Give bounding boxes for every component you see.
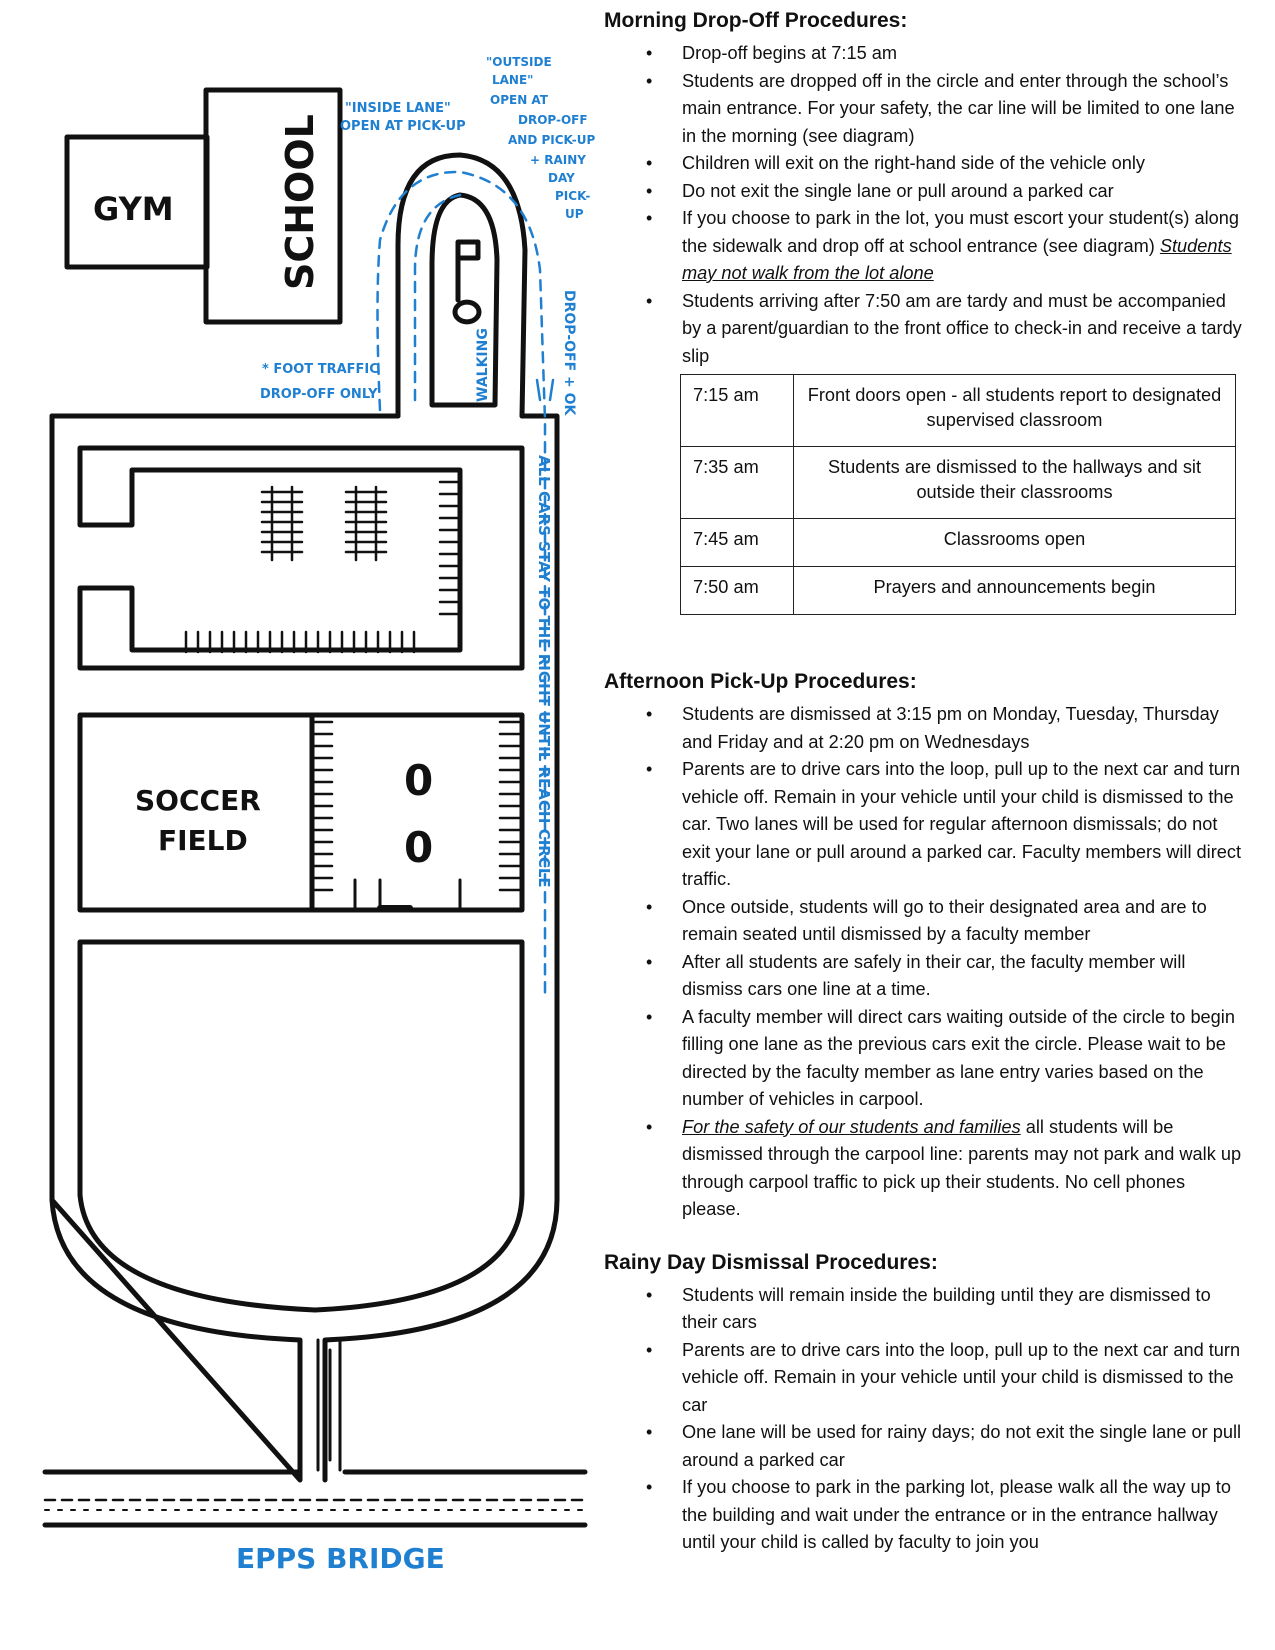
morning-title: Morning Drop-Off Procedures: <box>604 9 908 32</box>
outside-lane-note-5: AND PICK-UP <box>508 133 596 147</box>
outside-lane-note-1: "OUTSIDE <box>486 55 552 69</box>
list-item: Once outside, students will go to their … <box>646 894 1244 949</box>
upper-parking-lot <box>77 445 525 671</box>
schedule-desc: Prayers and announcements begin <box>793 566 1236 615</box>
outside-lane-note-4: DROP-OFF <box>518 113 588 127</box>
lane-path <box>376 170 547 1002</box>
list-item: If you choose to park in the lot, you mu… <box>646 205 1244 288</box>
procedures-column: Morning Drop-Off Procedures: Drop-off be… <box>604 8 1244 1557</box>
foot-traffic-note-2: DROP-OFF ONLY <box>260 387 378 402</box>
inside-lane-note-1: "INSIDE LANE" <box>345 101 451 116</box>
walking-label: WALKING <box>475 328 491 402</box>
escort-emphasis: Students may not walk from the lot alone <box>682 235 1232 284</box>
circle-loop <box>395 152 528 419</box>
list-item: Parents are to drive cars into the loop,… <box>646 1337 1244 1420</box>
middle-parking-lot <box>309 712 525 913</box>
outside-lane-note-2: LANE" <box>492 73 533 87</box>
outside-lane-note-7: DAY <box>548 171 575 185</box>
outside-lane-note-3: OPEN AT <box>490 93 549 107</box>
dropoff-ok-note: DROP-OFF + OK <box>561 290 577 417</box>
list-item: Students are dismissed at 3:15 pm on Mon… <box>646 701 1244 756</box>
epps-bridge-road <box>42 1469 588 1528</box>
afternoon-title: Afternoon Pick-Up Procedures: <box>604 670 917 693</box>
lower-parking-lot <box>77 939 525 1313</box>
list-item: If you choose to park in the parking lot… <box>646 1474 1244 1557</box>
school-building <box>203 87 343 325</box>
afternoon-list: Students are dismissed at 3:15 pm on Mon… <box>604 701 1244 1224</box>
campus-boundary <box>49 413 560 1483</box>
morning-list: Drop-off begins at 7:15 am Students are … <box>604 40 1244 370</box>
list-item: After all students are safely in their c… <box>646 949 1244 1004</box>
schedule-desc: Classrooms open <box>793 518 1236 567</box>
schedule-desc: Students are dismissed to the hallways a… <box>793 446 1236 519</box>
all-cars-note: ALL CARS STAY TO THE RIGHT UNTIL REACH C… <box>535 455 553 888</box>
escort-text: If you choose to park in the lot, you mu… <box>682 208 1240 256</box>
rainy-list: Students will remain inside the building… <box>604 1282 1244 1557</box>
list-item: Students will remain inside the building… <box>646 1282 1244 1337</box>
schedule-time: 7:15 am <box>680 374 794 447</box>
rainy-title: Rainy Day Dismissal Procedures: <box>604 1250 938 1274</box>
list-item: Parents are to drive cars into the loop,… <box>646 756 1244 894</box>
table-row: 7:45 am Classrooms open <box>680 518 1236 567</box>
foot-traffic-note-1: * FOOT TRAFFIC <box>262 362 379 377</box>
schedule-time: 7:45 am <box>680 518 794 567</box>
list-item: Students are dropped off in the circle a… <box>646 68 1244 151</box>
outside-lane-note-8: PICK- <box>555 189 590 203</box>
flagpole-icon <box>452 239 482 325</box>
list-item: Drop-off begins at 7:15 am <box>646 40 1244 68</box>
inside-lane-note-2: OPEN AT PICK-UP <box>340 119 466 134</box>
school-label: SCHOOL <box>278 114 322 290</box>
list-item: For the safety of our students and famil… <box>646 1114 1244 1224</box>
outside-lane-note-9: UP <box>565 207 584 221</box>
soccer-field-label-1: SOCCER <box>135 784 261 817</box>
road-label: EPPS BRIDGE <box>236 1542 445 1575</box>
list-item: A faculty member will direct cars waitin… <box>646 1004 1244 1114</box>
outside-lane-note-6: + RAINY <box>530 153 586 167</box>
gym-label: GYM <box>93 190 174 228</box>
safety-text: all students will be dismissed through t… <box>682 1116 1242 1220</box>
schedule-time: 7:35 am <box>680 446 794 519</box>
morning-schedule-table: 7:15 am Front doors open - all students … <box>680 374 1236 615</box>
campus-map: GYM SCHOOL SOCCER FIELD 0 0 WALKING "INS… <box>42 55 596 1575</box>
list-item: Students arriving after 7:50 am are tard… <box>646 288 1244 371</box>
table-row: 7:35 am Students are dismissed to the ha… <box>680 446 1236 519</box>
entrance-drive <box>316 1338 342 1472</box>
table-row: 7:15 am Front doors open - all students … <box>680 374 1236 447</box>
schedule-time: 7:50 am <box>680 566 794 615</box>
field-marker-1: 0 <box>404 756 433 805</box>
schedule-desc: Front doors open - all students report t… <box>793 374 1236 447</box>
field-marker-2: 0 <box>404 823 433 872</box>
soccer-field-label-2: FIELD <box>158 824 248 857</box>
table-row: 7:50 am Prayers and announcements begin <box>680 566 1236 615</box>
list-item: Do not exit the single lane or pull arou… <box>646 178 1244 206</box>
list-item: Children will exit on the right-hand sid… <box>646 150 1244 178</box>
list-item: One lane will be used for rainy days; do… <box>646 1419 1244 1474</box>
safety-emphasis: For the safety of our students and famil… <box>682 1116 1021 1137</box>
